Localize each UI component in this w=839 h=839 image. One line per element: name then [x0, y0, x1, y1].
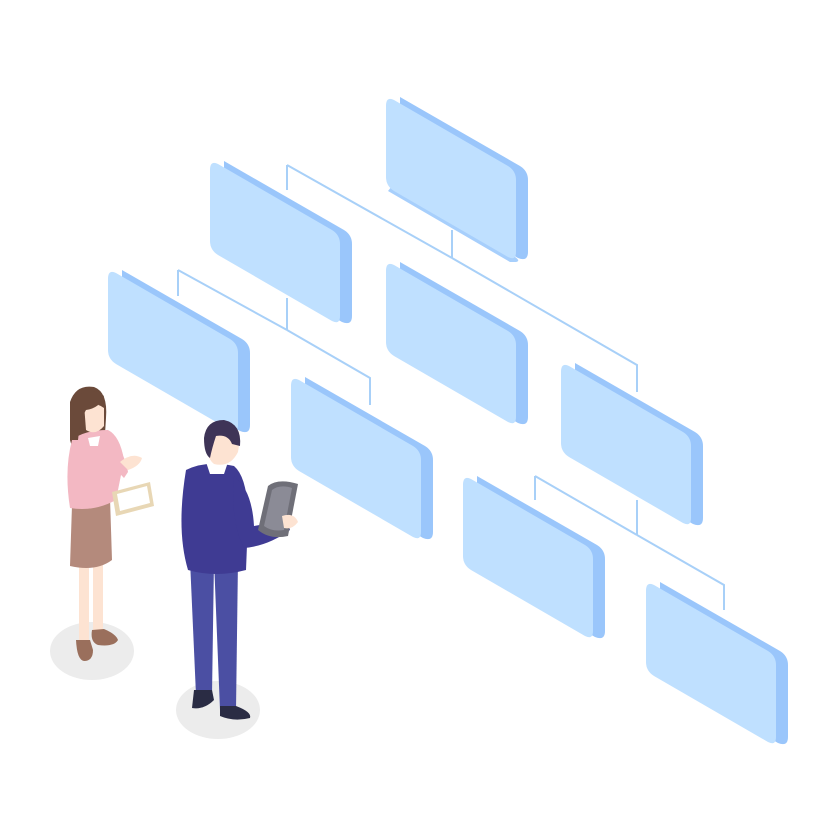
org-box-level3-d [646, 582, 788, 745]
org-box-level3-a [108, 270, 250, 433]
org-box-root [386, 97, 528, 262]
org-boxes [108, 97, 788, 745]
org-box-level2-right [561, 363, 703, 526]
org-box-level2-middle [386, 262, 528, 425]
org-box-level3-b [291, 377, 433, 540]
org-box-level3-c [463, 476, 605, 639]
org-box-level2-left [210, 161, 352, 324]
woman-figure [67, 386, 154, 661]
man-figure [181, 420, 298, 720]
man-shadow [176, 681, 260, 739]
connector-lines [177, 164, 725, 610]
